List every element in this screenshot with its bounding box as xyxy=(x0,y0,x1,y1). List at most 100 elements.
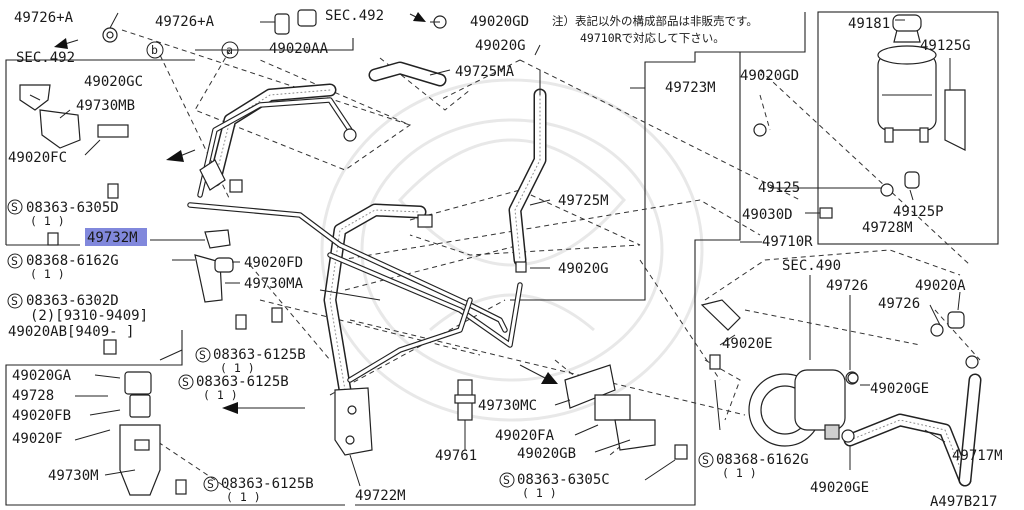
s-mark: S xyxy=(503,473,510,487)
parts xyxy=(19,9,979,496)
label-49020g: 49020G xyxy=(475,38,526,54)
bolt-symbol-icon xyxy=(7,199,23,215)
label-49125g: 49125G xyxy=(920,38,971,54)
arrow-left-icon xyxy=(166,150,184,162)
label-08363-6125b-a-qty: ( 1 ) xyxy=(220,361,255,375)
label-49181: 49181 xyxy=(848,16,890,32)
label-49710r: 49710R xyxy=(762,234,813,250)
label-08363-6305c-qty: ( 1 ) xyxy=(522,486,557,500)
label-08363-6125b-a: 08363-6125B xyxy=(213,347,306,363)
note-line-1: 注）表記以外の構成部品は非販売です。 xyxy=(552,14,758,28)
label-49020fb: 49020FB xyxy=(12,408,71,424)
arrow-left-icon xyxy=(222,402,238,414)
label-49726-a2: 49726 xyxy=(826,278,868,294)
label-49725ma: 49725MA xyxy=(455,64,515,80)
reservoir-box xyxy=(817,11,999,245)
bolt-symbol-icon xyxy=(7,253,23,269)
label-49020fd: 49020FD xyxy=(244,255,303,271)
label-49030d: 49030D xyxy=(742,207,793,223)
bolt-symbol-icon xyxy=(499,472,515,488)
label-08363-6302d-qty: (2)[9310-9409] xyxy=(30,308,148,324)
label-49723m: 49723M xyxy=(665,80,716,96)
label-49020ge-b: 49020GE xyxy=(810,480,869,496)
label-49726-b: 49726 xyxy=(878,296,920,312)
label-08363-6305d: 08363-6305D xyxy=(26,200,119,216)
pipes xyxy=(187,97,523,383)
label-sec490: SEC.490 xyxy=(782,258,841,274)
label-sec492-top: SEC.492 xyxy=(325,8,384,24)
label-49730mb: 49730MB xyxy=(76,98,135,114)
label-49020ab: 49020AB[9409- ] xyxy=(8,324,134,340)
label-08363-6125b-b: 08363-6125B xyxy=(196,374,289,390)
label-49020gd-right: 49020GD xyxy=(740,68,799,84)
label-49020gc: 49020GC xyxy=(84,74,143,90)
note-line-2: 49710Rで対応して下さい。 xyxy=(580,31,725,45)
label-08363-6125b-b-qty: ( 1 ) xyxy=(203,388,238,402)
label-49728m: 49728M xyxy=(862,220,913,236)
label-08363-6302d: 08363-6302D xyxy=(26,293,119,309)
label-49020gd-top: 49020GD xyxy=(470,14,529,30)
label-49761: 49761 xyxy=(435,448,477,464)
bracket-49730mc xyxy=(564,364,616,409)
label-49020f: 49020F xyxy=(12,431,63,447)
highlight-49732m xyxy=(85,228,147,246)
diagram-id: A497B217 xyxy=(930,494,997,510)
label-49730mc: 49730MC xyxy=(478,398,537,414)
power-steering-pump xyxy=(748,369,859,447)
bolt-symbol-icon xyxy=(7,293,23,309)
marker-a-circle xyxy=(221,41,239,59)
s-mark: S xyxy=(182,375,189,389)
frame-lines xyxy=(5,11,999,506)
label-49728: 49728 xyxy=(12,388,54,404)
s-mark: S xyxy=(11,254,18,268)
label-49020ge-a: 49020GE xyxy=(870,381,929,397)
label-49725m: 49725M xyxy=(558,193,609,209)
hose-bracket xyxy=(334,387,373,456)
label-08363-6125b-c-qty: ( 1 ) xyxy=(226,490,261,504)
bolt-symbol-icon xyxy=(203,476,219,492)
label-49020gb: 49020GB xyxy=(517,446,576,462)
label-49730ma: 49730MA xyxy=(244,276,304,292)
label-49020ga: 49020GA xyxy=(12,368,72,384)
marker-b-circle xyxy=(146,41,164,59)
s-mark: S xyxy=(207,477,214,491)
label-08363-6305c: 08363-6305C xyxy=(517,472,610,488)
label-49730m: 49730M xyxy=(48,468,99,484)
label-08368-6162g: 08368-6162G xyxy=(26,253,119,269)
label-49020a: 49020A xyxy=(915,278,966,294)
label-49020g-mid: 49020G xyxy=(558,261,609,277)
s-mark: S xyxy=(11,294,18,308)
label-08363-6125b-c: 08363-6125B xyxy=(221,476,314,492)
pressure-switch xyxy=(454,379,476,421)
label-49125p: 49125P xyxy=(893,204,944,220)
watermark xyxy=(320,78,704,422)
label-sec492-left: SEC.492 xyxy=(16,50,75,66)
label-49020fa: 49020FA xyxy=(495,428,555,444)
callout-labels: 49726+A SEC.492 49726+A 49020AA SEC.492 … xyxy=(7,8,1003,510)
label-49732m: 49732M xyxy=(87,230,138,246)
arrow-left-icon xyxy=(54,38,68,49)
marker-a: a xyxy=(226,43,233,57)
label-49726-a-top: 49726+A xyxy=(14,10,74,26)
arrow-right-icon xyxy=(541,372,558,384)
label-08368-6162g-qty: ( 1 ) xyxy=(30,267,65,281)
arrow-right-icon xyxy=(413,12,426,22)
s-mark: S xyxy=(11,200,18,214)
label-49020aa: 49020AA xyxy=(269,41,329,57)
s-mark: S xyxy=(702,453,709,467)
bracket-assembly xyxy=(119,371,161,496)
label-49726-a: 49726+A xyxy=(155,14,215,30)
label-08368-6162g-r: 08368-6162G xyxy=(716,452,809,468)
bolt-symbol-icon xyxy=(195,347,211,363)
bolt-symbol-icon xyxy=(178,374,194,390)
label-49722m: 49722M xyxy=(355,488,406,504)
direction-arrows xyxy=(54,12,558,414)
label-08368-6162g-r-qty: ( 1 ) xyxy=(722,466,757,480)
dashed-leaders xyxy=(121,29,981,491)
label-49717m: 49717M xyxy=(952,448,1003,464)
bolt-symbol-icon xyxy=(698,452,714,468)
label-49125: 49125 xyxy=(758,180,800,196)
label-49020e: 49020E xyxy=(722,336,773,352)
label-08363-6305d-qty: ( 1 ) xyxy=(30,214,65,228)
